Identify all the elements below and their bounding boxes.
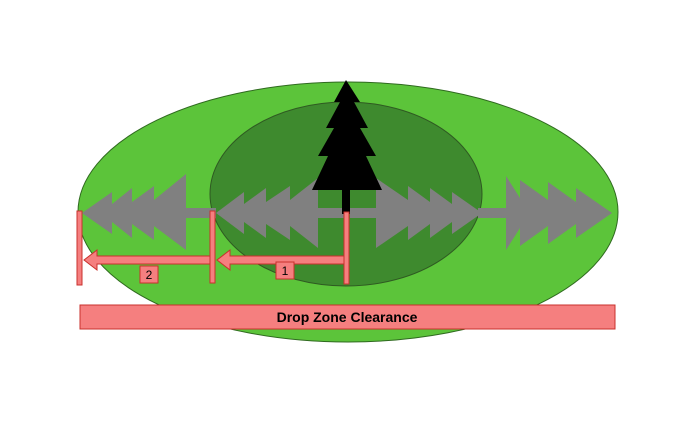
arrow-step-2 [83, 248, 211, 272]
fallen-tree-right-far [478, 176, 612, 250]
fallen-tree-left-far [82, 174, 216, 250]
drop-zone-clearance-bar: Drop Zone Clearance [79, 304, 616, 330]
fallen-tree-right-near [350, 178, 482, 248]
fallen-tree-left-near [216, 178, 346, 248]
arrow-step-1 [216, 248, 345, 272]
step-1-label: 1 [282, 264, 289, 278]
standing-tree [312, 80, 382, 214]
marker-post-left [76, 210, 83, 286]
step-1-box: 1 [275, 261, 295, 280]
marker-post-tree [343, 211, 350, 285]
step-2-label: 2 [146, 268, 153, 282]
drop-zone-clearance-label: Drop Zone Clearance [277, 309, 418, 325]
step-2-box: 2 [139, 265, 159, 284]
marker-post-middle [209, 210, 216, 284]
